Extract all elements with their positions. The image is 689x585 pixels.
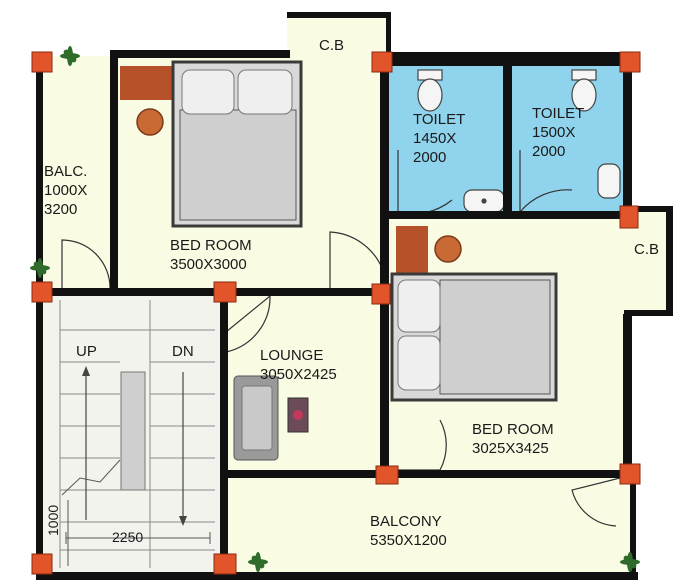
wall [503, 62, 512, 216]
wall [387, 52, 632, 66]
plants [30, 46, 640, 572]
toilet1-label: TOILET 1450X 2000 [413, 110, 465, 167]
plant-icon [30, 258, 50, 278]
room-name: TOILET [413, 111, 466, 128]
room-dimension: 3500X3000 [170, 256, 247, 273]
column [375, 465, 399, 485]
cb-right-label: C.B [634, 240, 659, 259]
column [371, 51, 393, 73]
column [31, 553, 53, 575]
bedroom1-label: BED ROOM 3500X3000 [170, 236, 252, 274]
stair-dn-label: DN [172, 342, 194, 361]
wall [623, 52, 632, 218]
room-name: BALCONY [370, 513, 442, 530]
headboard-2 [396, 226, 428, 276]
wall [110, 50, 118, 292]
staircase [59, 300, 215, 568]
room-name: BED ROOM [170, 237, 252, 254]
room-name: C.B [319, 37, 345, 54]
wall [110, 50, 290, 58]
bedroom2-label: BED ROOM 3025X3425 [472, 420, 554, 458]
column [213, 553, 237, 575]
plant-icon [248, 552, 268, 572]
wall [387, 211, 632, 219]
wall [666, 206, 673, 316]
room-dimension: 3050X2425 [260, 366, 337, 383]
stair-up-label: UP [76, 342, 97, 361]
columns [31, 51, 641, 575]
wall [287, 12, 391, 18]
stair-direction: UP [76, 343, 97, 360]
room-name: LOUNGE [260, 347, 324, 364]
room-name: TOILET [532, 105, 585, 122]
balcony-floor [225, 476, 635, 574]
bed-1 [120, 60, 303, 228]
wall [623, 314, 632, 480]
wall [386, 12, 391, 62]
wall [36, 572, 638, 580]
stair-depth-label: 1000 [44, 505, 63, 536]
room-dimension: 1500X [532, 124, 576, 141]
wall [36, 288, 381, 296]
column [619, 205, 639, 229]
walls [36, 12, 673, 580]
toilet2-label: TOILET 1500X 2000 [532, 104, 584, 161]
wall [225, 470, 385, 478]
headboard-1 [120, 66, 180, 100]
bed-2 [390, 226, 558, 402]
column [31, 51, 53, 73]
wall [380, 56, 389, 480]
pillow [397, 335, 441, 391]
room-name: BED ROOM [472, 421, 554, 438]
room-dimension: 2000 [413, 149, 447, 166]
balc-left-floor [40, 56, 112, 292]
column [213, 281, 237, 303]
room-name: BALC. [44, 163, 88, 180]
wall [36, 52, 43, 298]
room-dimension: 1450X [413, 130, 457, 147]
plant-icon [60, 46, 80, 66]
room-dimension: 5350X1200 [370, 532, 447, 549]
stair-direction: DN [172, 343, 194, 360]
balc-left-label: BALC. 1000X 3200 [44, 162, 87, 219]
room-name: C.B [634, 241, 660, 258]
wall [630, 476, 636, 580]
sofa [233, 375, 309, 461]
lamp-2 [434, 235, 462, 263]
lounge-label: LOUNGE 3050X2425 [260, 346, 337, 384]
room-dimension: 1000X [44, 182, 88, 199]
room-dimension: 3025X3425 [472, 440, 549, 457]
column [619, 463, 641, 485]
column [619, 51, 641, 73]
pillow [397, 279, 441, 333]
pillow [181, 69, 235, 115]
wall [36, 292, 43, 578]
wall [629, 206, 673, 212]
stair-dimension: 2250 [112, 529, 144, 545]
room-dimension: 3200 [44, 201, 78, 218]
room-dimension: 2000 [532, 143, 566, 160]
column [371, 283, 391, 305]
balcony-label: BALCONY 5350X1200 [370, 512, 447, 550]
toilet-fixtures [417, 69, 621, 213]
plant-icon [620, 552, 640, 572]
wall [624, 310, 673, 316]
stair-center-rail [120, 371, 146, 491]
pillow [237, 69, 293, 115]
stair-width-label: 2250 [112, 528, 143, 547]
column [31, 281, 53, 303]
wall [380, 470, 632, 478]
stair-dimension: 1000 [45, 504, 61, 536]
cb-top-label: C.B [319, 36, 344, 55]
lamp-1 [136, 108, 164, 136]
wall [220, 292, 228, 578]
